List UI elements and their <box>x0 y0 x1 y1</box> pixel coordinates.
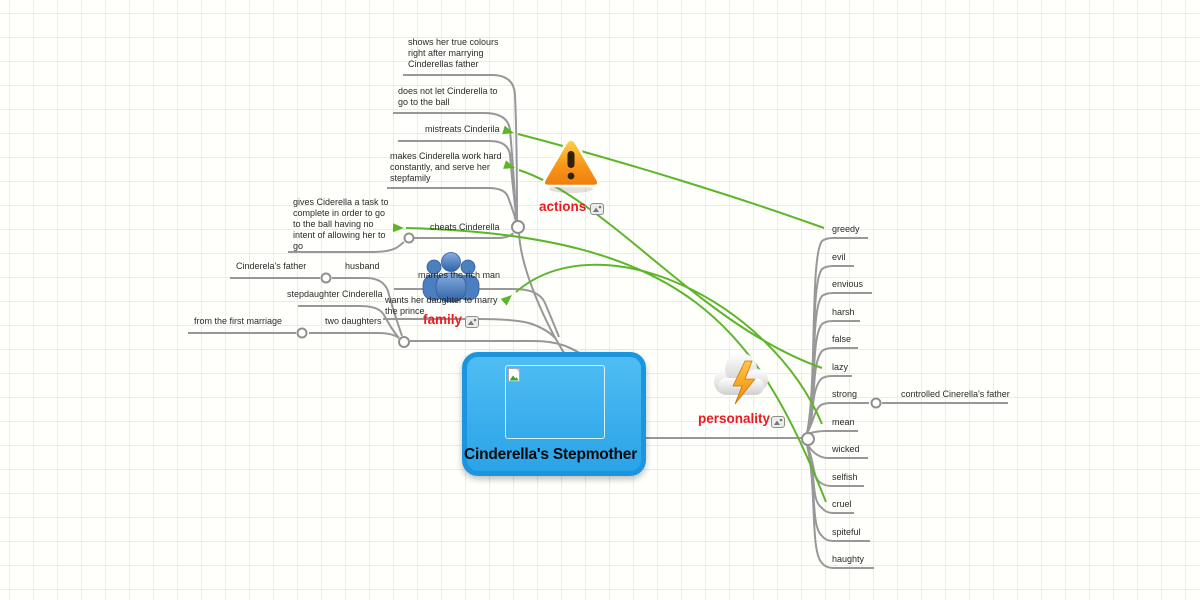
node-trait-haughty[interactable]: haughty <box>832 554 865 564</box>
node-cinderelas-father[interactable]: Cinderela's father <box>236 261 307 271</box>
branch-lines <box>188 74 1008 569</box>
warning-icon[interactable] <box>542 138 600 194</box>
node-trait-strong[interactable]: strong <box>832 389 858 399</box>
node-marries-rich-man[interactable]: marries the rich man <box>418 270 501 280</box>
node-makes-work-hard[interactable]: makes Cinderella work hard constantly, a… <box>390 151 502 183</box>
node-wants-daughter-marry[interactable]: wants her daughter to marry the prince <box>385 295 498 316</box>
node-trait-lazy[interactable]: lazy <box>832 362 849 372</box>
two-daughters-junction-node[interactable] <box>296 327 308 339</box>
attachment-icon[interactable] <box>465 315 479 328</box>
node-shows-true-colours[interactable]: shows her true colours right after marry… <box>408 37 499 69</box>
arrow-wants-daughter <box>500 295 512 306</box>
husband-junction-node[interactable] <box>320 272 332 284</box>
node-trait-wicked[interactable]: wicked <box>832 444 860 454</box>
node-trait-harsh[interactable]: harsh <box>832 307 855 317</box>
strong-junction-node[interactable] <box>870 397 882 409</box>
node-mistreats[interactable]: mistreats Cinderila <box>425 124 500 134</box>
cheats-junction-node[interactable] <box>403 232 415 244</box>
branch-label-actions[interactable]: actions <box>539 199 587 214</box>
family-hub-node[interactable] <box>398 336 410 348</box>
node-trait-envious[interactable]: envious <box>832 279 864 289</box>
node-trait-mean[interactable]: mean <box>832 417 855 427</box>
node-trait-selfish[interactable]: selfish <box>832 472 858 482</box>
storm-cloud-icon[interactable] <box>714 353 768 405</box>
node-husband[interactable]: husband <box>345 261 380 271</box>
node-cheats[interactable]: cheats Cinderella <box>430 222 500 232</box>
image-frame <box>505 365 605 439</box>
broken-image-icon <box>508 368 520 382</box>
node-trait-false[interactable]: false <box>832 334 852 344</box>
cross-link-arrows <box>392 125 515 306</box>
node-trait-evil[interactable]: evil <box>832 252 846 262</box>
root-node[interactable]: Cinderella's Stepmother <box>462 352 646 476</box>
node-stepdaughter[interactable]: stepdaughter Cinderella <box>287 289 383 299</box>
arrow-makes-work <box>503 160 515 169</box>
attachment-icon[interactable] <box>590 202 604 215</box>
family-icon[interactable] <box>422 252 480 303</box>
node-two-daughters[interactable]: two daughters <box>325 316 382 326</box>
node-gives-task[interactable]: gives Ciderella a task to complete in or… <box>293 197 389 251</box>
arrow-cheats <box>392 223 404 233</box>
arrow-mistreats <box>502 125 514 135</box>
node-from-first-marriage[interactable]: from the first marriage <box>194 316 283 326</box>
node-does-not-let[interactable]: does not let Cinderella to go to the bal… <box>398 86 498 107</box>
node-trait-greedy[interactable]: greedy <box>832 224 860 234</box>
root-node-title: Cinderella's Stepmother <box>463 446 638 463</box>
branch-label-family[interactable]: family <box>423 312 463 327</box>
node-trait-spiteful[interactable]: spiteful <box>832 527 861 537</box>
node-trait-cruel[interactable]: cruel <box>832 499 852 509</box>
attachment-icon[interactable] <box>771 415 785 428</box>
actions-hub-node[interactable] <box>511 220 525 234</box>
personality-hub-node[interactable] <box>801 432 815 446</box>
node-controlled-father[interactable]: controlled Cinerella's father <box>901 389 1010 399</box>
branch-label-personality[interactable]: personality <box>698 411 771 426</box>
